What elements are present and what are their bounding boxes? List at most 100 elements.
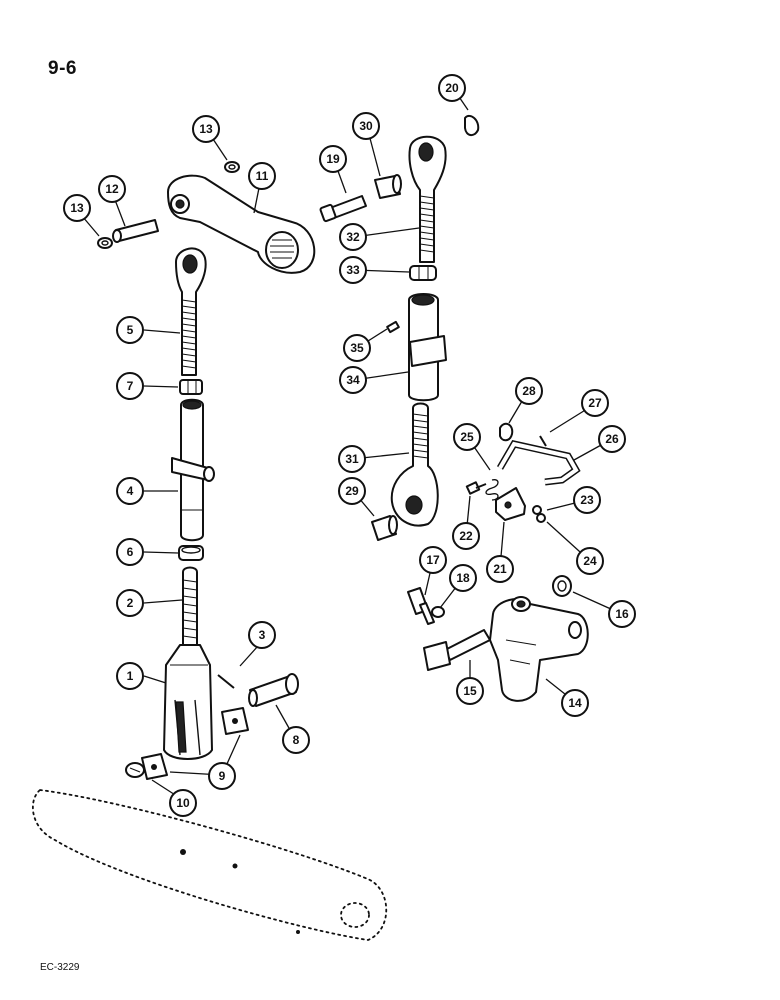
t-bolt-15 (423, 629, 491, 671)
svg-text:3: 3 (259, 628, 266, 642)
nut-24 (536, 513, 546, 523)
svg-text:15: 15 (463, 684, 477, 698)
callout-35: 35 (343, 334, 371, 362)
svg-text:31: 31 (345, 452, 359, 466)
callout-5: 5 (116, 316, 144, 344)
nut-33 (409, 265, 437, 281)
bolt-17 (407, 587, 435, 625)
callout-18: 18 (449, 564, 477, 592)
callout-8: 8 (282, 726, 310, 754)
svg-text:19: 19 (326, 152, 340, 166)
rod-end-5 (175, 247, 207, 376)
washer-18 (431, 606, 445, 618)
svg-text:11: 11 (256, 169, 269, 183)
cotter-pin-27 (539, 435, 547, 447)
svg-text:34: 34 (346, 373, 360, 387)
svg-text:26: 26 (605, 432, 619, 446)
callout-16: 16 (608, 600, 636, 628)
svg-text:32: 32 (346, 230, 360, 244)
callout-27: 27 (581, 389, 609, 417)
spring-25 (485, 479, 499, 501)
callout-10: 10 (169, 789, 197, 817)
nut-6 (178, 545, 204, 561)
callout-2: 2 (116, 589, 144, 617)
svg-text:27: 27 (588, 396, 602, 410)
svg-text:33: 33 (346, 263, 360, 277)
clip-20 (464, 114, 480, 136)
washer-13a (97, 237, 113, 249)
svg-text:17: 17 (426, 553, 440, 567)
callout-6: 6 (116, 538, 144, 566)
pin-12 (112, 219, 159, 243)
bent-rod-26 (496, 440, 581, 486)
clevis-pin-8 (248, 673, 299, 707)
lift-arm-11 (167, 174, 316, 274)
svg-text:16: 16 (615, 607, 629, 621)
callout-24: 24 (576, 547, 604, 575)
svg-text:14: 14 (568, 696, 582, 710)
callout-19: 19 (319, 145, 347, 173)
svg-text:22: 22 (459, 529, 473, 543)
svg-text:29: 29 (345, 484, 359, 498)
svg-text:5: 5 (127, 323, 134, 337)
svg-text:21: 21 (493, 562, 507, 576)
sleeve-34 (408, 293, 447, 402)
sleeve-tube-4 (171, 398, 215, 542)
svg-text:25: 25 (460, 430, 474, 444)
callout-34: 34 (339, 366, 367, 394)
svg-text:18: 18 (456, 571, 470, 585)
svg-text:30: 30 (359, 119, 373, 133)
svg-text:2: 2 (127, 596, 134, 610)
clip-10 (125, 762, 145, 778)
callout-12: 12 (98, 175, 126, 203)
bolt-19 (319, 195, 367, 223)
callout-17: 17 (419, 546, 447, 574)
plate-9b (141, 753, 168, 780)
svg-text:4: 4 (127, 484, 134, 498)
svg-text:13: 13 (199, 122, 213, 136)
callout-28: 28 (515, 377, 543, 405)
callout-11: 11 (248, 162, 276, 190)
callout-31: 31 (338, 445, 366, 473)
callout-30: 30 (352, 112, 380, 140)
callout-9: 9 (208, 762, 236, 790)
svg-text:8: 8 (293, 733, 300, 747)
svg-text:35: 35 (350, 341, 364, 355)
leader-lines (76, 87, 623, 801)
screw-22 (465, 481, 487, 495)
rod-end-31 (390, 402, 439, 527)
callout-15: 15 (456, 677, 484, 705)
nut-7 (179, 379, 203, 395)
roll-pin-3 (217, 674, 235, 689)
set-screw-35 (386, 320, 400, 334)
callout-32: 32 (339, 223, 367, 251)
callout-33: 33 (339, 256, 367, 284)
bushing-30 (374, 174, 402, 199)
page-number: 9-6 (48, 58, 77, 79)
svg-text:12: 12 (105, 182, 119, 196)
svg-text:24: 24 (583, 554, 597, 568)
callout-21: 21 (486, 555, 514, 583)
bracket-21 (495, 487, 526, 521)
washer-13b (224, 161, 240, 173)
callout-14: 14 (561, 689, 589, 717)
svg-text:20: 20 (445, 81, 459, 95)
svg-text:28: 28 (522, 384, 536, 398)
svg-text:10: 10 (176, 796, 190, 810)
support-bracket-14 (489, 596, 589, 702)
svg-text:1: 1 (127, 669, 134, 683)
callout-13b: 13 (192, 115, 220, 143)
lower-link-arm (32, 789, 388, 941)
rod-2 (182, 566, 198, 651)
clevis-yoke-1 (163, 644, 213, 760)
svg-text:9: 9 (219, 769, 226, 783)
svg-text:7: 7 (127, 379, 134, 393)
callout-7: 7 (116, 372, 144, 400)
bushing-29 (371, 515, 398, 541)
clip-28 (499, 422, 514, 442)
nut-16 (552, 575, 572, 597)
svg-text:6: 6 (127, 545, 134, 559)
callout-1: 1 (116, 662, 144, 690)
callout-13a: 13 (63, 194, 91, 222)
